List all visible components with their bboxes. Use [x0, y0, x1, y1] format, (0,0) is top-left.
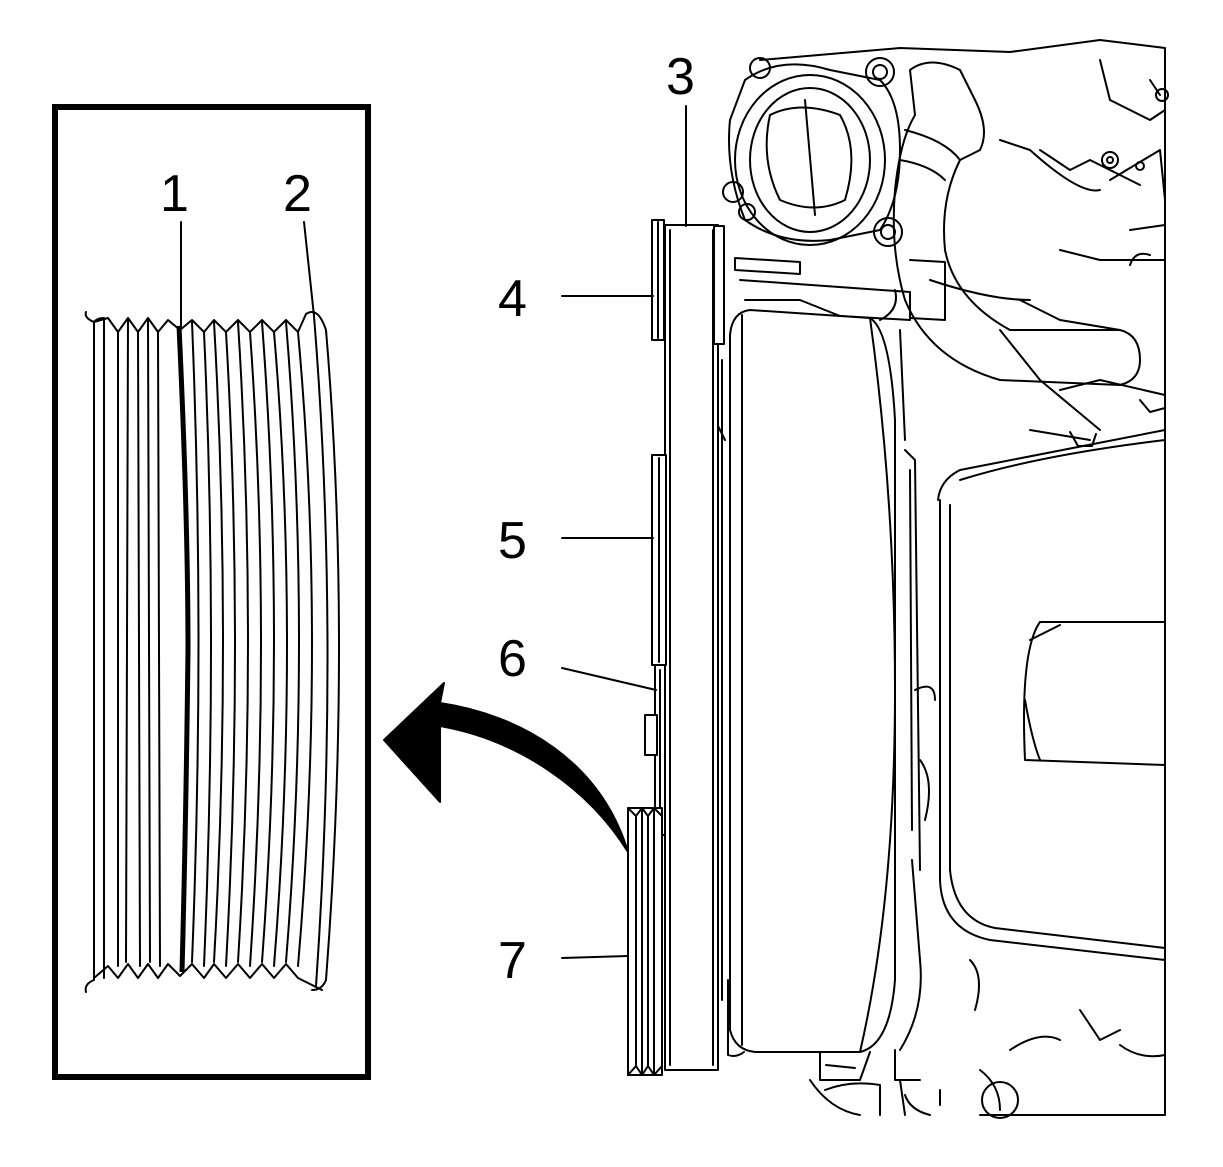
engine-assembly — [627, 39, 1169, 1119]
callout-5-label: 5 — [498, 512, 527, 570]
callout-7-leader — [561, 955, 629, 959]
crankshaft-damper — [714, 309, 1121, 1116]
inset-pulley — [84, 311, 340, 993]
callout-2-label: 2 — [283, 165, 312, 223]
throttle-body — [722, 57, 903, 247]
callout-2: 2 — [283, 165, 315, 317]
callout-3: 3 — [666, 48, 695, 227]
callout-3-label: 3 — [666, 48, 695, 106]
detail-inset: 1 2 — [52, 104, 371, 1080]
accessory-pulley — [627, 807, 663, 1076]
callout-4-label: 4 — [498, 270, 527, 328]
idler-pulley — [651, 219, 725, 345]
tensioner — [651, 454, 667, 666]
drive-belt — [664, 224, 719, 1071]
callout-6-leader — [561, 667, 657, 691]
callout-6: 6 — [498, 630, 657, 691]
callout-1-label: 1 — [160, 165, 189, 223]
callout-4: 4 — [498, 270, 654, 328]
callout-2-leader — [303, 221, 315, 317]
callout-6-label: 6 — [498, 630, 527, 688]
callout-5: 5 — [498, 512, 654, 570]
callout-1: 1 — [160, 165, 189, 329]
callout-7-label: 7 — [498, 932, 527, 990]
callout-7: 7 — [498, 932, 629, 990]
curved-arrow-icon — [383, 682, 629, 853]
